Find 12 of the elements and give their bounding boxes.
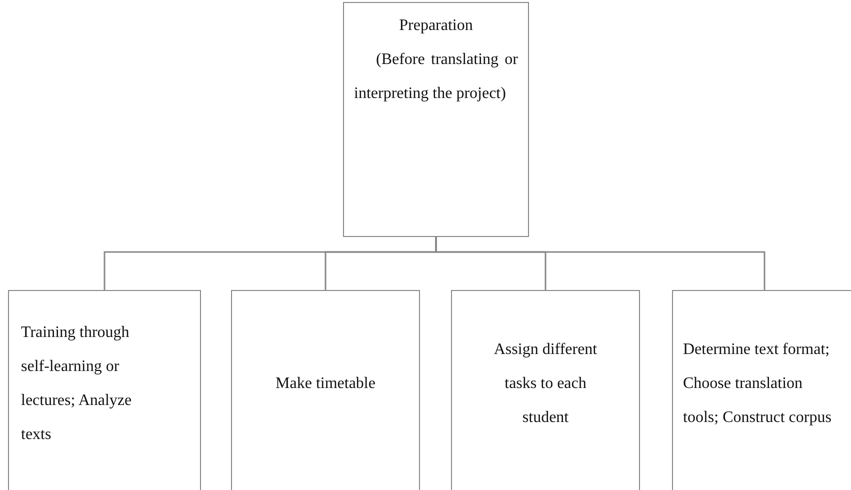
process-box [672,290,851,490]
box-text: Training through self-learning or lectures; Analyze texts [21,323,133,445]
box-text: Determine text format; Choose translation tools; Construct corpus [683,340,832,428]
box-text: (Before translating or interpreting the project) [354,50,518,104]
process-box [343,2,529,237]
box-text: Assign different tasks to each student [492,340,598,428]
connector-line [435,237,766,290]
process-box [231,290,420,490]
process-box [451,290,640,490]
box-heading: Preparation [398,16,474,36]
process-box [8,290,201,490]
box-text: Make timetable [274,374,376,394]
